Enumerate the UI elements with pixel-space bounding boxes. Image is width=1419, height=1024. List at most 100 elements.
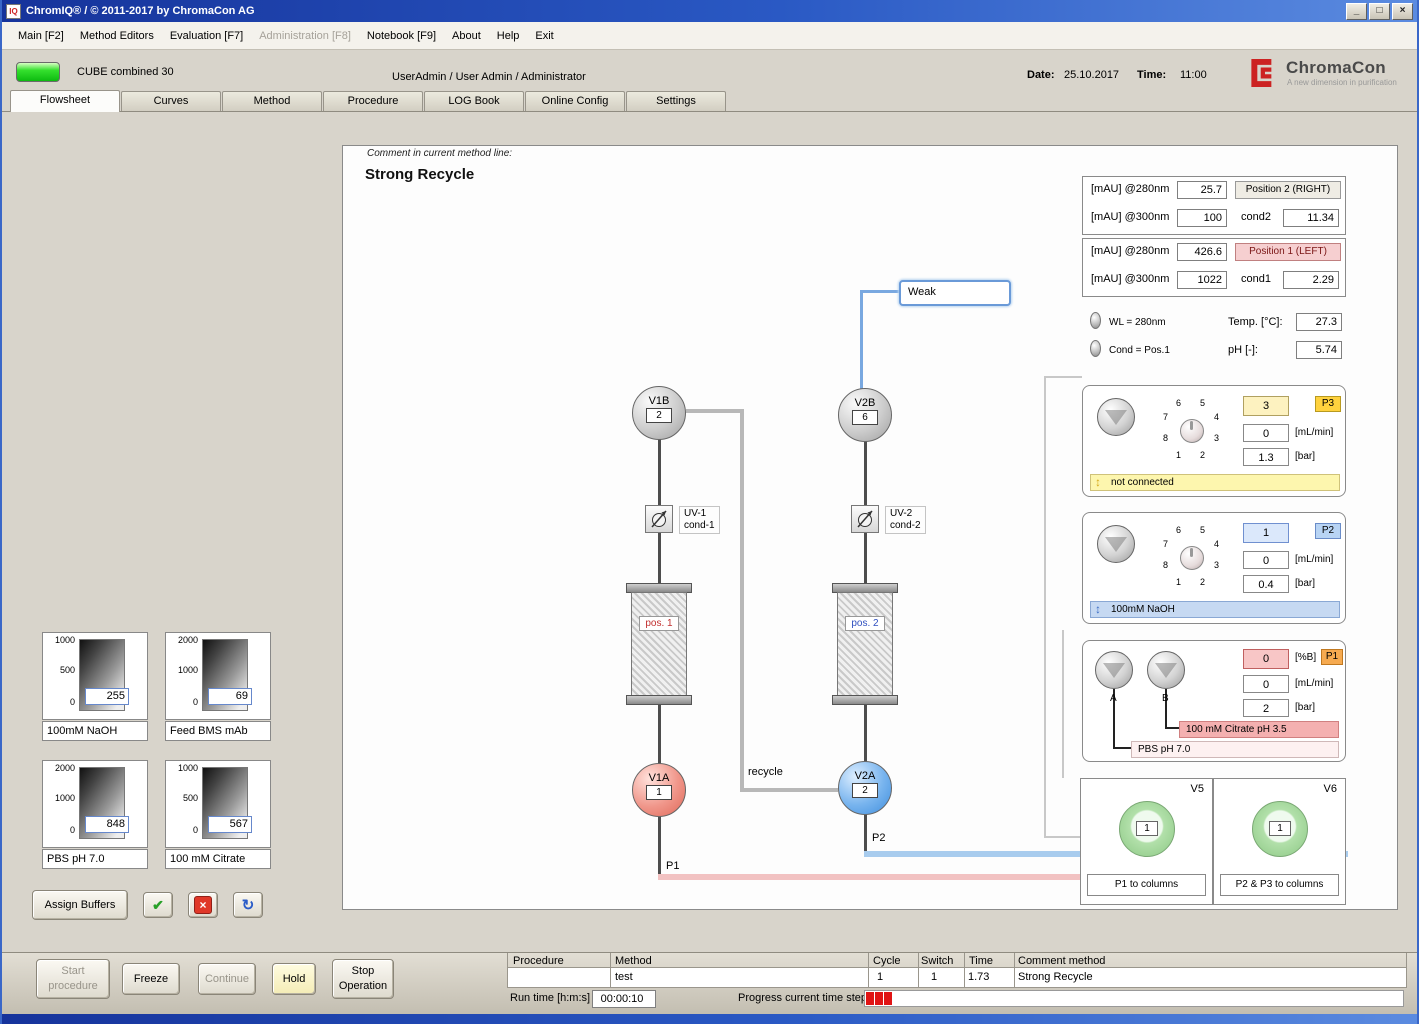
pump-p2-position-dial[interactable]: 1 2 3 4 5 6 7 8 [1161,525,1223,589]
gradient-unit-label: [%B] [1295,652,1317,663]
valve-v2b[interactable]: V2B 6 [838,388,892,442]
minimize-button[interactable]: _ [1346,2,1367,20]
pump-p2-position-field[interactable]: 1 [1243,523,1289,543]
cancel-button[interactable]: × [188,892,218,918]
chromacon-logo-icon [1251,58,1272,88]
pump-p1-flow-field[interactable]: 0 [1243,675,1289,693]
tick-label: 1000 [177,665,198,675]
tick-label: 1000 [54,635,75,645]
detector-panel-pos1: [mAU] @280nm 426.6 Position 1 (LEFT) [mA… [1082,238,1346,297]
pump-p2-buffer-strip: ↕ 100mM NaOH [1090,601,1340,618]
uv-gauge-icon [651,510,667,528]
valve-v2a[interactable]: V2A 2 [838,761,892,815]
header: CUBE combined 30 UserAdmin / User Admin … [2,50,1417,90]
cell-switch: 1 [931,971,938,983]
pump-p1-buffer-b-name: 100 mM Citrate pH 3.5 [1186,724,1287,735]
tick-label: 500 [182,793,198,803]
weak-outlet-tag[interactable]: Weak [899,280,1011,306]
buffer-name-label: PBS pH 7.0 [42,849,148,869]
pump-p2-pressure-field: 0.4 [1243,575,1289,593]
menu-exit[interactable]: Exit [535,29,554,42]
brand-tagline: A new dimension in purification [1287,78,1397,87]
valve-v1b[interactable]: V1B 2 [632,386,686,440]
valve-v1a[interactable]: V1A 1 [632,763,686,817]
tick-label: 2000 [54,763,75,773]
menu-main[interactable]: Main [F2] [18,29,64,42]
buffer-volume-value[interactable]: 567 [208,816,252,833]
menu-help[interactable]: Help [496,29,520,42]
pump-p1-gradient-field[interactable]: 0 [1243,649,1289,669]
menu-method-editors[interactable]: Method Editors [79,29,154,42]
valve-v6-description: P2 & P3 to columns [1220,874,1339,896]
lamp-icon [1090,312,1101,329]
refresh-icon: ↻ [241,897,255,914]
status-led [16,62,60,82]
pump-p3-flow-field[interactable]: 0 [1243,424,1289,442]
not-connected-icon: ↕ [1095,475,1101,489]
status-table-row [507,967,1406,987]
refresh-button[interactable]: ↻ [233,892,263,918]
tick-label: 0 [192,825,198,835]
pump-p1-buffer-b-strip: 100 mM Citrate pH 3.5 [1179,721,1339,738]
pump-a-label: A [1110,693,1117,704]
pump-b-line [1165,689,1167,729]
maximize-button[interactable]: □ [1369,2,1390,20]
uv-sensor-2-label: UV-2 cond-2 [885,506,926,534]
pump-p3-position-field[interactable]: 3 [1243,396,1289,416]
tab-settings[interactable]: Settings [626,91,726,111]
date-label: Date: [1027,69,1055,81]
p2-pipe-label: P2 [872,832,886,844]
tab-online-config[interactable]: Online Config [525,91,625,111]
cond1-label: cond1 [1241,273,1271,285]
close-button[interactable]: × [1392,2,1413,20]
menu-notebook[interactable]: Notebook [F9] [366,29,437,42]
pressure-unit-label: [bar] [1295,578,1316,589]
dial-number: 6 [1176,525,1182,535]
stop-operation-button[interactable]: Stop Operation [332,959,394,999]
hold-button[interactable]: Hold [272,963,316,995]
buffer-volume-value[interactable]: 848 [85,816,129,833]
comment-caption: Comment in current method line: [367,148,513,159]
buffer-volume-value[interactable]: 69 [208,688,252,705]
start-procedure-button: Start procedure [36,959,110,999]
tab-flowsheet[interactable]: Flowsheet [10,90,120,112]
col-header-switch: Switch [921,955,954,967]
tab-method[interactable]: Method [222,91,322,111]
flow-unit-label: [mL/min] [1295,554,1334,565]
recycle-label: recycle [748,766,783,778]
uv-gauge-icon [857,510,873,528]
pump-p1-pressure-field: 2 [1243,699,1289,717]
menu-about[interactable]: About [452,29,481,42]
freeze-button[interactable]: Freeze [122,963,180,995]
tab-procedure[interactable]: Procedure [323,91,423,111]
runtime-value: 00:00:10 [592,990,656,1008]
dial-number: 1 [1176,577,1182,587]
assign-buffers-button[interactable]: Assign Buffers [32,890,128,920]
recycle-pipe [740,409,744,792]
buffer-volume-value[interactable]: 255 [85,688,129,705]
pump-p2-flow-field[interactable]: 0 [1243,551,1289,569]
pump-p3-buffer-name: not connected [1111,477,1174,488]
progress-segment [884,992,892,1005]
pump-p3-position-dial[interactable]: 1 2 3 4 5 6 7 8 [1161,398,1223,462]
dial-pointer [1190,548,1193,557]
menu-evaluation[interactable]: Evaluation [F7] [169,29,244,42]
p1-pipe-label: P1 [666,860,680,872]
tab-log-book[interactable]: LOG Book [424,91,524,111]
dial-number: 8 [1163,433,1169,443]
brand-name: ChromaCon [1286,58,1386,77]
window-title: ChromIQ® / © 2011-2017 by ChromaCon AG [26,5,255,17]
progress-label: Progress current time step: [738,992,871,1004]
accept-button[interactable]: ✔ [143,892,173,918]
column-1: pos. 1 [626,583,692,705]
control-bar: Start procedure Freeze Continue Hold Sto… [2,952,1417,1014]
date-value: 25.10.2017 [1064,69,1120,81]
tab-bar: Flowsheet Curves Method Procedure LOG Bo… [2,90,1417,112]
tab-curves[interactable]: Curves [121,91,221,111]
pump-b-icon [1147,651,1185,689]
button-label: Operation [338,980,388,992]
pump-icon [1097,398,1135,436]
uv-label-line: cond-2 [890,520,921,531]
method-comment: Strong Recycle [365,166,475,183]
